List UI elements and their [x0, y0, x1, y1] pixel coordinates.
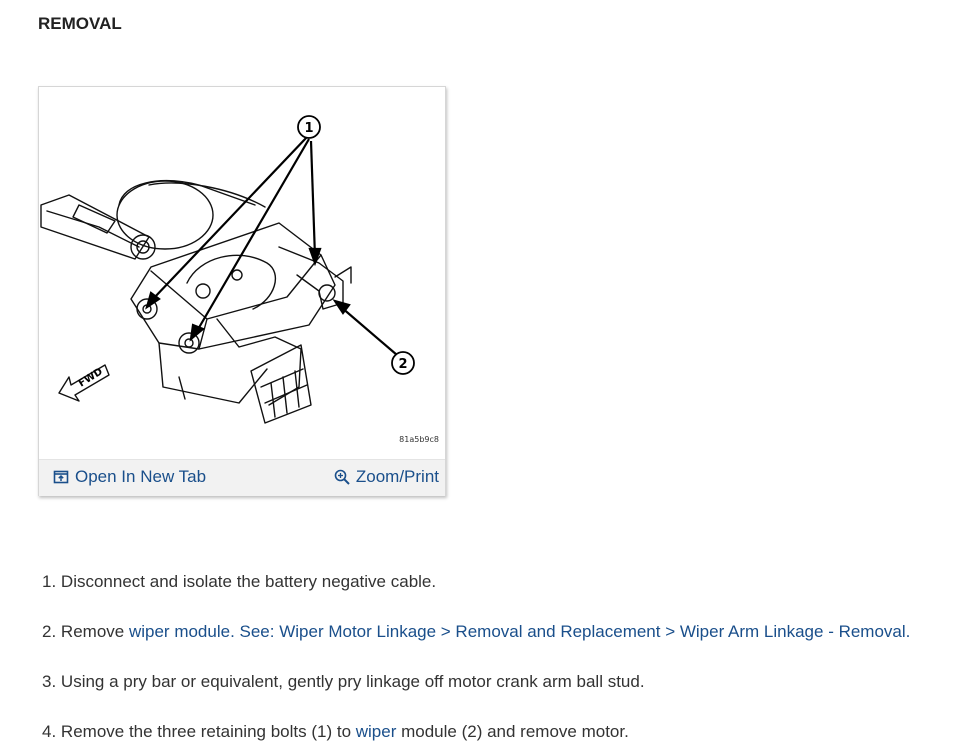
step-number: 4.: [42, 722, 57, 741]
callout-1: 1: [304, 121, 313, 136]
removal-steps-list: 1. Disconnect and isolate the battery ne…: [42, 568, 910, 754]
open-in-new-tab-label: Open In New Tab: [75, 467, 207, 486]
callout-2: 2: [398, 357, 407, 372]
step-number: 3.: [42, 672, 57, 691]
wiper-link[interactable]: wiper: [128, 622, 170, 641]
step-item: 3. Using a pry bar or equivalent, gently…: [42, 668, 910, 718]
figure-card: 1 2 FWD 81a5b9c8 Open In New Tab: [38, 86, 446, 496]
zoom-print-button[interactable]: Zoom/Print: [334, 467, 439, 487]
step-text: Remove: [60, 622, 129, 641]
wiper-motor-illustration: 1 2 FWD: [40, 115, 415, 424]
step-text: Remove the three retaining bolts (1) to: [60, 722, 356, 741]
step-number: 2.: [42, 622, 57, 641]
step-item: 1. Disconnect and isolate the battery ne…: [42, 568, 910, 618]
step-text: module (2) and remove motor.: [396, 722, 629, 741]
step-text: Using a pry bar or equivalent, gently pr…: [60, 672, 645, 691]
open-in-new-tab-button[interactable]: Open In New Tab: [53, 467, 206, 487]
wiper-link[interactable]: wiper: [355, 722, 397, 741]
section-heading: REMOVAL: [38, 14, 122, 33]
step-number: 1.: [42, 572, 57, 591]
zoom-magnifier-icon: [334, 469, 350, 485]
zoom-print-label: Zoom/Print: [355, 467, 439, 486]
figure-id: 81a5b9c8: [399, 435, 439, 444]
step-text: Disconnect and isolate the battery negat…: [60, 572, 437, 591]
open-new-tab-icon: [53, 470, 69, 484]
figure-toolbar: Open In New Tab Zoom/Print: [39, 459, 445, 496]
step-item: 4. Remove the three retaining bolts (1) …: [42, 718, 910, 754]
step-item: 2. Remove wiper module. See: Wiper Motor…: [42, 618, 910, 668]
wiper-motor-linkage-link[interactable]: module. See: Wiper Motor Linkage > Remov…: [174, 622, 911, 641]
